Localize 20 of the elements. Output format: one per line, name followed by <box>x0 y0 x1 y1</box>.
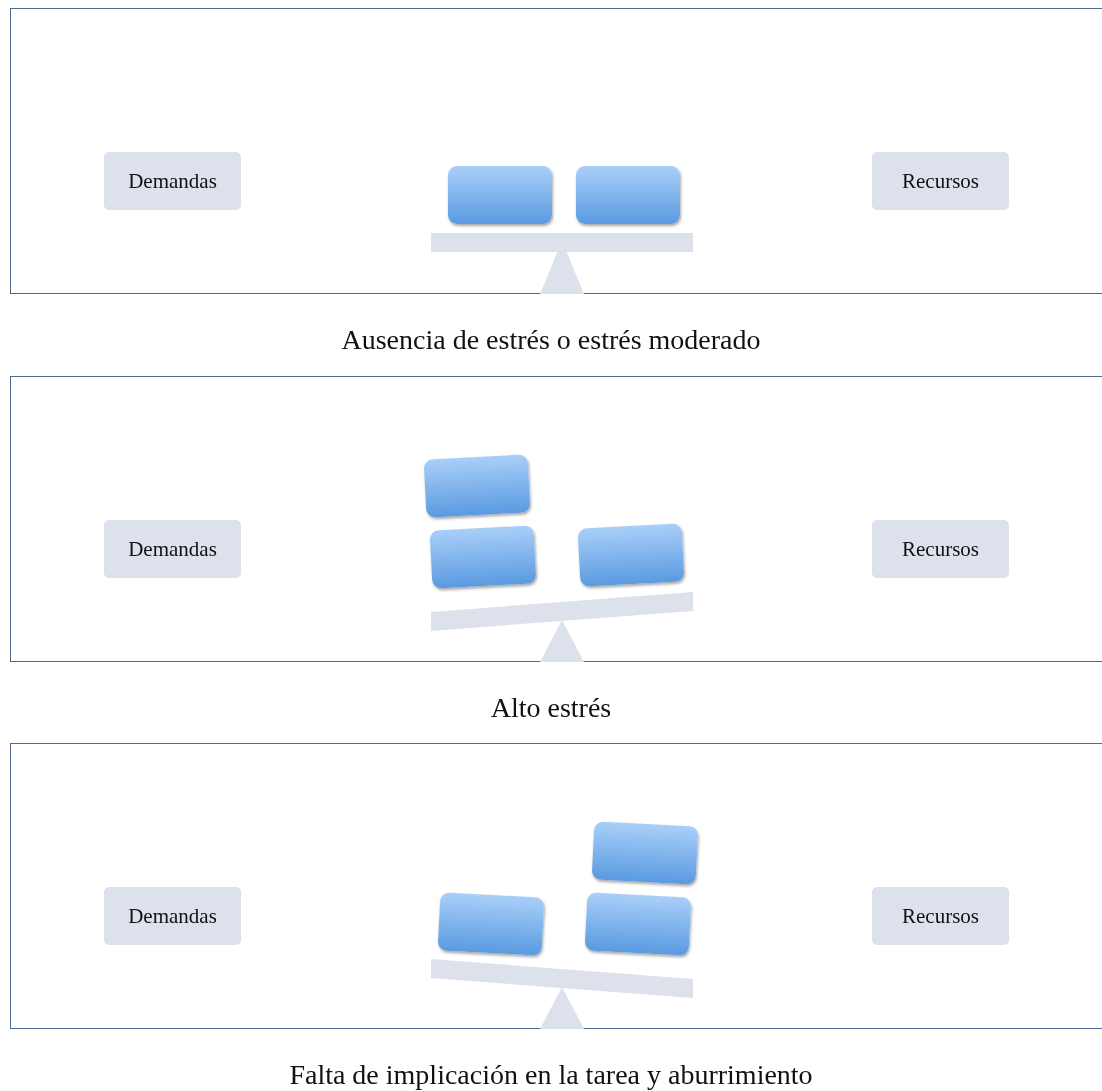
label-box: Recursos <box>872 520 1009 578</box>
panel-frame <box>10 743 1102 1029</box>
panel-frame <box>10 376 1102 662</box>
panel-caption: Falta de implicación en la tarea y aburrimiento <box>288 1058 814 1091</box>
weight-block <box>437 892 545 956</box>
label-box: Demandas <box>104 887 241 945</box>
weight-block <box>591 821 699 885</box>
label-box: Demandas <box>104 520 241 578</box>
panel-frame <box>10 8 1102 294</box>
weight-block <box>448 166 552 224</box>
weight-block <box>576 166 680 224</box>
weight-block <box>429 525 537 589</box>
weight-block <box>577 523 685 587</box>
label-box: Recursos <box>872 152 1009 210</box>
weight-block <box>584 892 692 956</box>
weight-block <box>423 454 531 518</box>
label-box: Demandas <box>104 152 241 210</box>
label-box: Recursos <box>872 887 1009 945</box>
panel-caption: Alto estrés <box>489 691 613 725</box>
panel-caption: Ausencia de estrés o estrés moderado <box>340 323 762 357</box>
